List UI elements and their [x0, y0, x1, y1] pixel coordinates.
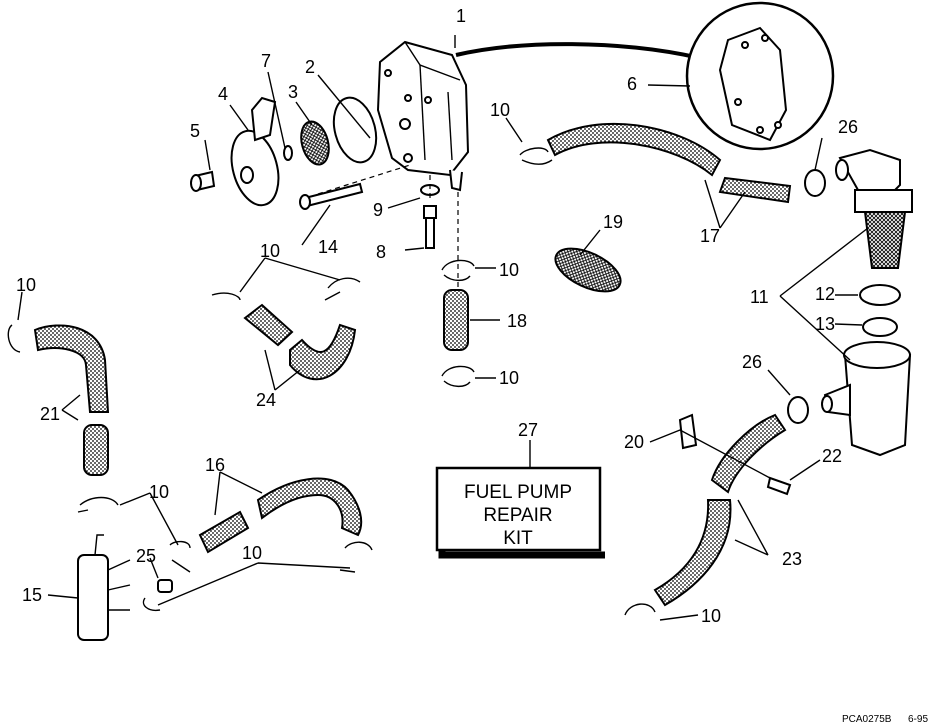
callout-14: 14: [318, 237, 338, 257]
bolt: [303, 182, 364, 208]
kit-line-3: KIT: [503, 528, 533, 549]
callout-13: 13: [815, 314, 835, 334]
callout-12: 12: [815, 284, 835, 304]
gasket-19: [554, 247, 622, 293]
callout-4: 4: [218, 84, 228, 104]
drawing-code: PCA0275B: [842, 714, 892, 725]
callout-10-lower: 10: [499, 368, 519, 388]
kit-line-2: REPAIR: [483, 505, 552, 526]
hose-16-short: [198, 510, 250, 554]
screen: [300, 120, 330, 166]
hose-18: [443, 289, 469, 351]
hose-21-lower: [83, 424, 109, 476]
callout-1: 1: [456, 6, 466, 26]
clamp-26-upper: [804, 169, 826, 197]
callout-10-lr: 10: [701, 606, 721, 626]
hose-17-upper: [546, 122, 722, 177]
callout-15: 15: [22, 585, 42, 605]
diaphragm: [332, 96, 378, 164]
repair-kit-box: FUEL PUMP REPAIR KIT: [435, 466, 605, 559]
callout-17: 17: [700, 226, 720, 246]
callout-10-far-left: 10: [16, 275, 36, 295]
bracket-20: [678, 413, 698, 450]
callout-26-upper: 26: [838, 117, 858, 137]
callout-18: 18: [507, 311, 527, 331]
drawing-date: 6-95: [908, 714, 928, 725]
clip-10-ll2: [169, 540, 191, 573]
hose-21-upper: [33, 324, 110, 413]
hose-24-short: [243, 303, 294, 347]
callout-3: 3: [288, 82, 298, 102]
callout-10-ll2: 10: [242, 543, 262, 563]
callout-26-lower: 26: [742, 352, 762, 372]
hose-24-elbow: [289, 323, 357, 381]
clip-10-ll1: [77, 496, 119, 513]
callout-10-upper: 10: [490, 100, 510, 120]
clip-10-upper: [519, 147, 553, 165]
detail-circle: [685, 1, 835, 151]
clip-10-mid: [441, 259, 475, 282]
callout-10-ll1: 10: [149, 482, 169, 502]
clip-10-lower: [441, 365, 475, 388]
hose-23-lower: [653, 499, 732, 607]
fuel-pump-body: [376, 40, 470, 192]
callout-9: 9: [373, 200, 383, 220]
callout-16: 16: [205, 455, 225, 475]
ring-12: [859, 284, 901, 306]
screw-22: [766, 476, 792, 496]
callout-19: 19: [603, 212, 623, 232]
fitting-15: [77, 534, 131, 641]
clip-10-ll4: [339, 541, 373, 573]
filter-elbow: [835, 148, 913, 269]
clips-10-left: [211, 277, 361, 301]
callout-8: 8: [376, 242, 386, 262]
part-25: [157, 579, 173, 593]
callout-labels: 1 2 3 4 5 6 7 8 9 10 10 10 10 10 10 10 1…: [16, 6, 858, 626]
callout-21: 21: [40, 404, 60, 424]
clip-10-ll3: [142, 597, 161, 612]
callout-27: 27: [518, 420, 538, 440]
pump-cover: [230, 96, 280, 207]
clip-10-lr: [624, 603, 656, 616]
fitting: [423, 205, 437, 249]
leader-lines: [17, 35, 863, 621]
callout-11: 11: [750, 287, 769, 307]
kit-line-1: FUEL PUMP: [464, 482, 572, 503]
callout-10-mid: 10: [499, 260, 519, 280]
callout-10-left: 10: [260, 241, 280, 261]
callout-20: 20: [624, 432, 644, 452]
callout-6: 6: [627, 74, 637, 94]
hose-17-lower: [718, 176, 792, 204]
callout-25: 25: [136, 546, 156, 566]
ring-13: [862, 317, 898, 337]
clamp-26-lower: [787, 396, 809, 424]
callout-5: 5: [190, 121, 200, 141]
hose-16-long: [256, 477, 363, 537]
pump-connector-line: [455, 42, 701, 60]
callout-22: 22: [822, 446, 842, 466]
callout-24: 24: [256, 390, 276, 410]
clip-10-left-top: [7, 324, 21, 353]
callout-23: 23: [782, 549, 802, 569]
o-ring: [283, 145, 293, 161]
callout-7: 7: [261, 51, 271, 71]
callout-2: 2: [305, 57, 315, 77]
filter-bowl: [821, 341, 912, 457]
